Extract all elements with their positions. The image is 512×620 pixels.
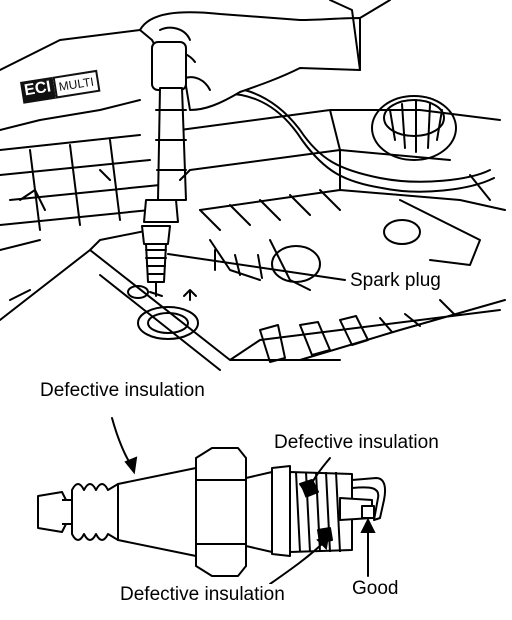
well-socket xyxy=(127,285,149,299)
insulator-body xyxy=(117,467,197,557)
sensor-bulb xyxy=(383,219,421,245)
threads xyxy=(295,471,341,553)
plug-hex-small xyxy=(143,199,179,223)
arrows xyxy=(111,417,376,585)
cable-ridges xyxy=(155,109,187,171)
vacuum-hose xyxy=(189,85,495,193)
electrode-tip xyxy=(361,505,375,519)
insulator-ribs xyxy=(71,483,119,541)
shell-body xyxy=(245,471,273,553)
spark-plug-leader xyxy=(167,253,346,281)
pcv-hose xyxy=(399,174,491,266)
cylinder-head-ridges xyxy=(199,189,341,291)
spark-plug-label: Spark plug xyxy=(348,270,443,292)
ignition-cable xyxy=(157,87,187,201)
intake-runners xyxy=(0,134,161,231)
coil-boss xyxy=(271,245,321,283)
oil-cap-top xyxy=(383,99,445,137)
oil-filler-cap xyxy=(371,95,457,161)
rocker-cover xyxy=(179,109,506,211)
ground-electrode xyxy=(351,477,386,521)
engine-cover-outline xyxy=(0,19,151,321)
terminal-stud xyxy=(62,499,73,525)
hex-facets xyxy=(196,479,246,545)
spark-plug-large xyxy=(37,447,386,577)
arrow-defective-bottom-head xyxy=(316,534,330,551)
terminal-nut xyxy=(37,491,67,533)
engine-body-edge xyxy=(89,249,506,371)
shell-body-2 xyxy=(271,465,291,557)
arrow-defective-bottom xyxy=(269,541,325,585)
oil-cap-ribs xyxy=(389,99,443,153)
hand xyxy=(139,11,361,111)
arrow-good-head xyxy=(360,517,376,533)
plug-electrode-small xyxy=(149,281,163,297)
hex-shell xyxy=(195,447,247,577)
sleeve xyxy=(329,0,391,71)
engine-illustration xyxy=(0,0,506,371)
arrow-defective-top-head xyxy=(124,456,138,475)
defective-insulation-label-bottom: Defective insulation xyxy=(118,584,287,606)
arrow-defective-top xyxy=(111,417,133,467)
spark-plug-well xyxy=(137,306,199,340)
defective-insulation-label-top: Defective insulation xyxy=(38,380,207,402)
plug-threads-small xyxy=(145,249,167,275)
harness-clips xyxy=(9,169,191,301)
plug-boot xyxy=(151,41,187,91)
arrow-defective-right-head xyxy=(300,484,317,498)
arrow-mark xyxy=(183,289,197,301)
cast-lettering xyxy=(259,299,456,363)
good-label: Good xyxy=(350,578,401,600)
spark-plug-small xyxy=(141,225,171,283)
defective-insulation-label-right: Defective insulation xyxy=(272,432,441,454)
spark-plug-well-inner xyxy=(147,312,189,334)
